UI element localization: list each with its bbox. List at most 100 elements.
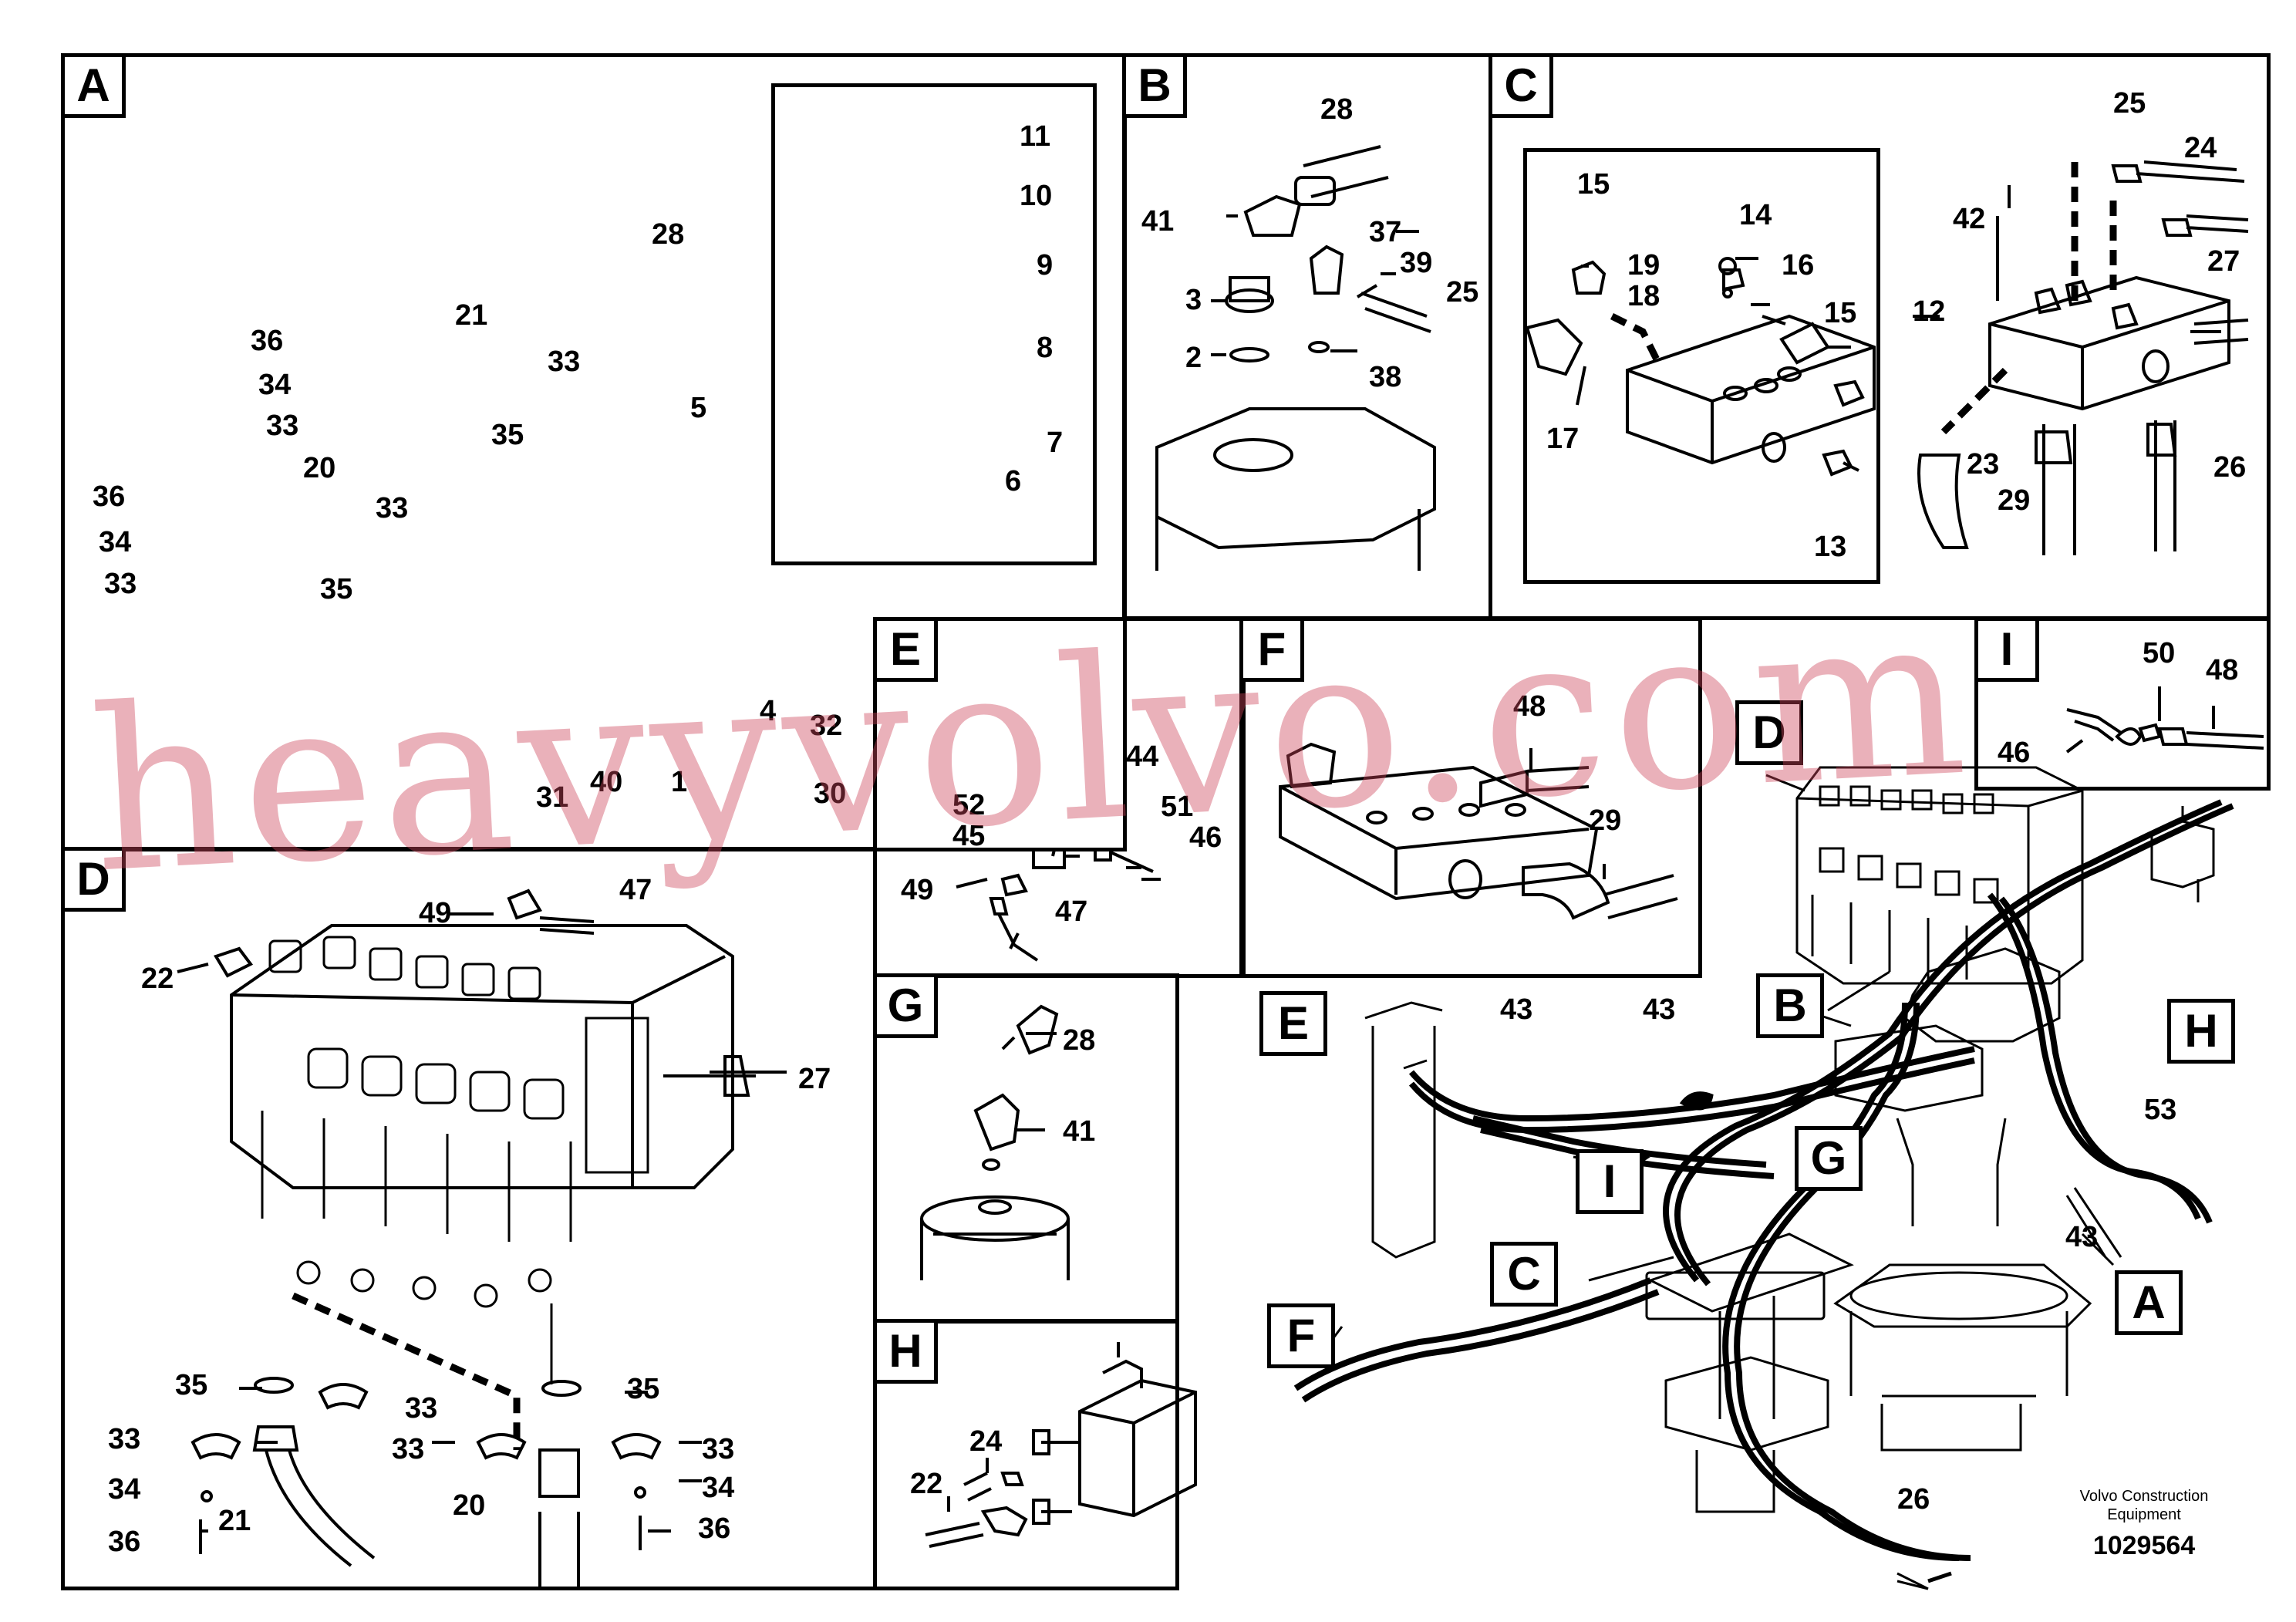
callout-e-44: 44	[1126, 740, 1159, 773]
callout-e-46: 46	[1189, 821, 1222, 854]
section-tag-c: C	[1489, 53, 1553, 118]
callout-d-36-right: 36	[698, 1512, 731, 1545]
callout-g-41: 41	[1063, 1115, 1096, 1148]
callout-c-27: 27	[2207, 245, 2240, 278]
callout-a-30: 30	[814, 777, 847, 810]
panel-g-artwork	[920, 1004, 1070, 1280]
panel-c-artwork	[1525, 160, 2249, 555]
callout-e-45: 45	[952, 820, 986, 852]
callout-d-22: 22	[141, 963, 174, 995]
callout-a-6: 6	[1005, 465, 1022, 497]
callout-b-39: 39	[1400, 247, 1433, 279]
panel-d	[61, 847, 877, 1590]
overview-tag-i: I	[1576, 1149, 1644, 1214]
footer-reference-number: 1029564	[2092, 1531, 2196, 1560]
callout-e-52: 52	[952, 789, 986, 821]
callout-overview-43-lower: 43	[2065, 1221, 2099, 1253]
callout-c-23: 23	[1967, 448, 2000, 481]
section-tag-f: F	[1239, 617, 1304, 682]
section-tag-i: I	[1974, 617, 2039, 682]
overview-tag-c: C	[1490, 1242, 1558, 1307]
callout-a-20: 20	[303, 452, 336, 484]
callout-b-25: 25	[1446, 276, 1479, 309]
callout-a-28: 28	[652, 218, 685, 251]
panel-d-artwork	[177, 889, 787, 1589]
callout-d-33-right: 33	[702, 1433, 735, 1465]
callout-a-36: 36	[251, 325, 284, 357]
callout-a-33-right: 33	[376, 492, 409, 524]
callout-a-35-upper: 35	[491, 419, 524, 451]
callout-a-40: 40	[590, 766, 623, 798]
panel-c-inset	[1523, 148, 1880, 584]
callout-a-11: 11	[1020, 120, 1051, 153]
callout-c-14: 14	[1739, 199, 1772, 231]
callout-g-28: 28	[1063, 1024, 1096, 1057]
callout-c-42: 42	[1953, 203, 1986, 235]
footer-company: Volvo Construction Equipment	[2052, 1487, 2237, 1524]
panel-h-artwork	[925, 1342, 1197, 1548]
callout-f-29: 29	[1589, 804, 1622, 837]
callout-a-33-upper: 33	[548, 346, 581, 378]
panel-i	[1974, 617, 2271, 791]
panel-f	[1239, 617, 1702, 978]
callout-i-48: 48	[2206, 654, 2239, 686]
callout-i-46: 46	[1998, 737, 2031, 769]
callout-c-26: 26	[2213, 451, 2247, 484]
callout-d-34-left: 34	[108, 1473, 141, 1506]
section-tag-g: G	[873, 973, 938, 1038]
callout-c-18: 18	[1627, 280, 1660, 312]
panel-b	[1122, 53, 1492, 620]
callout-d-33-upper-left: 33	[108, 1423, 141, 1455]
section-tag-b: B	[1122, 53, 1187, 118]
overview-tag-b: B	[1756, 973, 1824, 1038]
callout-c-25: 25	[2113, 87, 2146, 120]
overview-tag-g: G	[1795, 1126, 1863, 1191]
callout-b-3: 3	[1185, 284, 1202, 316]
callout-a-9: 9	[1037, 249, 1054, 282]
footer-company-line1: Volvo Construction	[2079, 1488, 2209, 1505]
panel-c	[1489, 53, 2271, 620]
callout-a-7: 7	[1047, 427, 1064, 459]
panel-f-artwork	[1279, 742, 1678, 920]
callout-d-34-right: 34	[702, 1472, 735, 1504]
overview-tag-a: A	[2115, 1270, 2183, 1335]
panel-a	[61, 53, 1127, 851]
callout-b-41: 41	[1141, 205, 1175, 238]
panel-i-artwork	[2065, 686, 2264, 754]
callout-b-38: 38	[1369, 361, 1402, 393]
callout-a-36-lower: 36	[93, 481, 126, 513]
callout-d-49: 49	[419, 897, 452, 929]
callout-a-34: 34	[258, 369, 292, 401]
callout-d-36-left: 36	[108, 1526, 141, 1558]
section-tag-d: D	[61, 847, 126, 912]
callout-d-47: 47	[619, 874, 652, 906]
callout-a-21: 21	[455, 299, 488, 332]
callout-a-4: 4	[760, 695, 777, 727]
callout-i-50: 50	[2143, 637, 2176, 669]
callout-c-13: 13	[1814, 531, 1847, 563]
callout-d-35-left: 35	[175, 1369, 208, 1401]
overview-tag-f: F	[1267, 1303, 1335, 1368]
panel-a-inset	[771, 83, 1097, 565]
callout-c-29: 29	[1998, 484, 2031, 517]
callout-c-24: 24	[2184, 132, 2217, 164]
callout-c-19: 19	[1627, 249, 1660, 282]
overview-tag-h: H	[2167, 999, 2235, 1064]
callout-a-1: 1	[671, 766, 688, 798]
callout-a-33-lower: 33	[104, 568, 137, 600]
overview-tag-e: E	[1259, 991, 1327, 1056]
callout-e-49: 49	[901, 874, 934, 906]
callout-f-48: 48	[1513, 690, 1546, 723]
callout-c-15-left: 15	[1577, 168, 1610, 201]
callout-overview-43-right: 43	[1643, 993, 1676, 1026]
callout-e-51: 51	[1161, 791, 1194, 823]
callout-a-10: 10	[1020, 180, 1053, 212]
callout-a-32: 32	[810, 710, 843, 742]
callout-d-20: 20	[453, 1489, 486, 1522]
callout-h-24: 24	[969, 1425, 1003, 1458]
callout-d-27: 27	[798, 1063, 831, 1095]
callout-a-34-lower: 34	[99, 526, 132, 558]
callout-d-33-upper-mid: 33	[405, 1392, 438, 1425]
callout-a-31: 31	[536, 781, 569, 814]
